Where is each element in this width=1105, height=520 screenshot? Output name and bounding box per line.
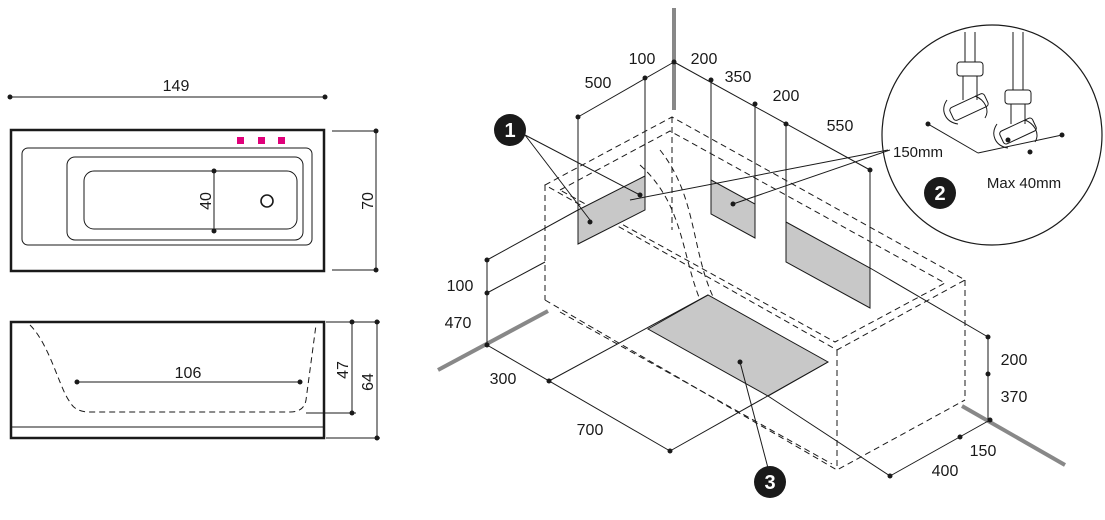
leader-1a [524, 134, 591, 221]
detail-circle [881, 24, 1103, 246]
control-button [237, 137, 244, 144]
leader-1b [524, 134, 641, 196]
inner-length-label: 106 [175, 365, 202, 382]
dim-550: 550 [827, 118, 854, 135]
dim-350: 350 [725, 69, 752, 86]
isometric-view: 500 100 200 350 200 550 100 470 300 700 … [437, 8, 1066, 498]
tub-floor [83, 170, 298, 230]
badge-1-label: 1 [504, 120, 515, 142]
dim-700: 700 [577, 422, 604, 439]
top-view: 149 40 70 [7, 78, 379, 273]
dim-500: 500 [585, 75, 612, 92]
right-valve-icon [993, 32, 1038, 149]
ext-line [486, 261, 546, 294]
control-button [258, 137, 265, 144]
dim-dot [349, 410, 355, 416]
inner-height-label: 47 [335, 361, 352, 379]
leader-3 [739, 361, 769, 469]
badge-3 [754, 466, 786, 498]
dim-dot [297, 379, 303, 385]
spacing-dim [927, 123, 979, 154]
dim-100-top: 100 [629, 51, 656, 68]
control-button [278, 137, 285, 144]
dim-300: 300 [490, 371, 517, 388]
dim-200-top: 200 [691, 51, 718, 68]
dim-470: 470 [445, 315, 472, 332]
service-zone-1b [710, 179, 756, 239]
dim-dot [74, 379, 80, 385]
dim-400: 400 [932, 463, 959, 480]
outer-height-label: 64 [360, 373, 377, 391]
floor-line-left [437, 309, 549, 372]
leader-1d [732, 149, 891, 205]
left-valve-icon [943, 32, 989, 125]
ext-line [767, 395, 891, 477]
max-label: Max 40mm [987, 175, 1061, 192]
dim-370: 370 [1001, 389, 1028, 406]
dim-dot [373, 267, 379, 273]
dim-200-mid: 200 [773, 88, 800, 105]
tub-basin [66, 156, 304, 241]
service-zone-1c [785, 221, 871, 309]
dim-dot [211, 228, 217, 234]
tub-outline-top [9, 128, 326, 273]
side-view: 106 47 64 [9, 319, 380, 441]
dim-dot [349, 319, 355, 325]
drain-offset-label: 40 [198, 192, 215, 210]
tub-rim [21, 147, 313, 246]
badge-2 [924, 177, 956, 209]
badge-1 [494, 114, 526, 146]
dim-dot [374, 319, 380, 325]
ext-line [548, 294, 709, 382]
leader-1c [629, 149, 889, 201]
top-dim-left [577, 61, 675, 118]
dim-100-left: 100 [447, 278, 474, 295]
dim-200-right: 200 [1001, 352, 1028, 369]
basin-profile [29, 324, 317, 413]
depth-label: 70 [360, 192, 377, 210]
detail-inset: 150mm Max 40mm 2 [881, 24, 1103, 246]
badge-3-label: 3 [764, 472, 775, 494]
bottom-dim-right [889, 419, 991, 477]
drain-icon [260, 194, 274, 208]
ext-line [869, 267, 989, 338]
floor-line-right [961, 404, 1066, 467]
spacing-label: 150mm [893, 144, 943, 161]
spacing-dim-2 [977, 134, 1063, 154]
ext-line [669, 361, 829, 452]
tub-outline-side [9, 320, 326, 440]
badge-2-label: 2 [934, 183, 945, 205]
service-zone-1a [577, 175, 646, 245]
ext-line [486, 209, 579, 261]
floor-zone-3 [646, 294, 830, 397]
dim-dot [322, 94, 328, 100]
dim-dot [374, 435, 380, 441]
width-label: 149 [163, 78, 190, 95]
dim-dot [7, 94, 13, 100]
dim-dot [211, 168, 217, 174]
top-dim-right [673, 61, 871, 171]
dim-dot [373, 128, 379, 134]
bottom-dim-left [486, 344, 671, 452]
dim-150: 150 [970, 443, 997, 460]
